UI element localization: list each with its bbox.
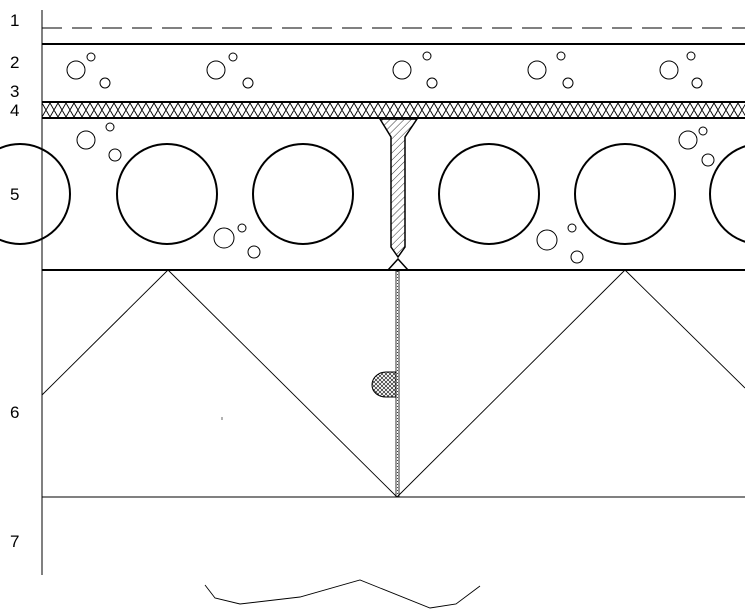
layer-label-4: 4	[10, 101, 19, 120]
slab-joint-grout	[378, 118, 419, 259]
ceiling-diagonals	[41, 269, 745, 498]
slab-aggregate	[76, 122, 715, 264]
layer-label-5: 5	[10, 185, 19, 204]
break-line	[204, 579, 481, 609]
hollow-core-cavities	[0, 143, 745, 245]
layer-label-1: 1	[10, 11, 19, 30]
joint-v-notch	[387, 257, 409, 271]
insulation-zigzag	[41, 102, 745, 118]
layer-label-6: 6	[10, 403, 19, 422]
layer-label-2: 2	[10, 53, 19, 72]
layer-label-7: 7	[10, 532, 19, 551]
screed-aggregate	[66, 51, 703, 89]
layer-label-3: 3	[10, 82, 19, 101]
fastener-blob	[371, 371, 397, 398]
